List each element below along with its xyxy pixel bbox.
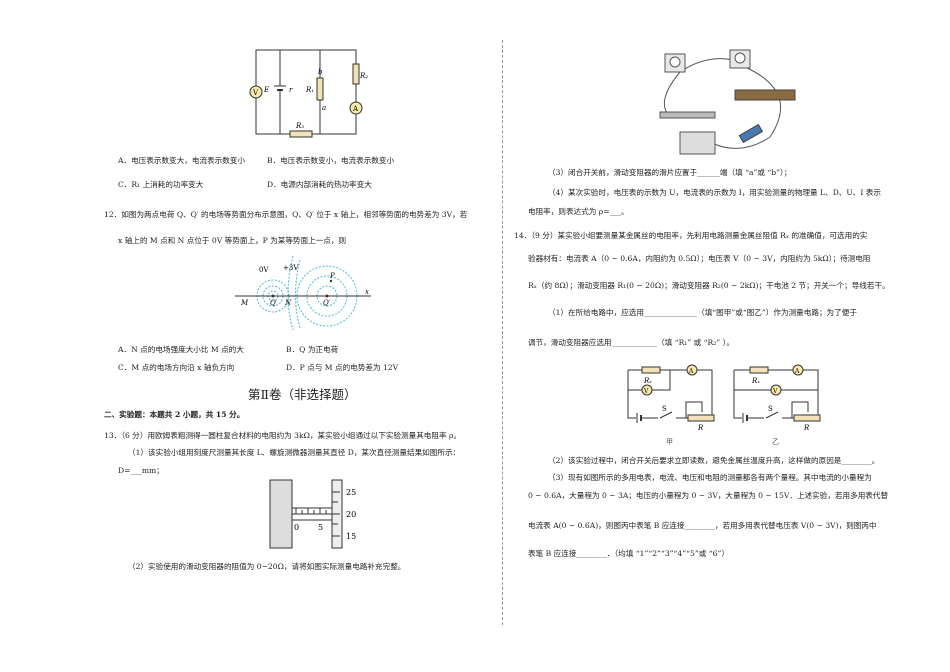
sleeve-label-5: 5 xyxy=(318,523,323,532)
q11-option-c[interactable]: C．R₁ 上消耗的功率变大 xyxy=(118,180,204,189)
voltmeter-label: V xyxy=(772,388,778,395)
thimble-tick-25: 25 xyxy=(346,488,356,497)
q13-part3: （3）闭合开关前，滑动变阻器的滑片应置于______端（填 “a”或 “b”）； xyxy=(548,168,792,177)
m-label: M xyxy=(240,299,249,307)
q11-option-a[interactable]: A．电压表示数变大，电流表示数变小 xyxy=(118,156,245,165)
thimble-tick-20: 20 xyxy=(346,510,356,519)
sleeve-label-0: 0 xyxy=(294,523,299,532)
q12-stem-line2: x 轴上的 M 点和 N 点位于 0V 等势面上，P 为某等势面上一点，则 xyxy=(118,236,347,245)
three-volt-label: +3V xyxy=(283,264,299,272)
q14-part1-cont: 调节，滑动变阻器应选用____________（填 “R₁” 或 “R₂” ）。 xyxy=(528,338,734,347)
q13-part1: （1）该实验小组用刻度尺测量其长度 L、螺旋测微器测量其直径 D，某次直径测量结… xyxy=(128,448,461,457)
n-label: N xyxy=(284,299,292,307)
q11-option-d[interactable]: D．电源内部消耗的热功率变大 xyxy=(267,180,372,189)
a-label: a xyxy=(322,104,326,112)
q-label: Q xyxy=(270,299,276,307)
q14-stem-line1: 14．（9 分）某实验小组要测量某金属丝的电阻率，先利用电路测量金属丝阻值 Rₓ… xyxy=(514,231,868,240)
q12-option-a[interactable]: A．N 点的电场强度大小比 M 点的大 xyxy=(118,345,244,354)
internal-r-label: r xyxy=(289,86,293,94)
q13-stem: 13．（6 分）用欧姆表粗测得一圆柱复合材料的电阻约为 3kΩ，某实验小组通过以… xyxy=(104,431,462,440)
micrometer-figure: 25 20 15 0 5 xyxy=(269,479,356,549)
x-axis-label: x xyxy=(365,288,369,296)
q12-option-c[interactable]: C．M 点的电场方向沿 x 轴负方向 xyxy=(118,363,235,372)
circuit-yi: Rₓ A V R S 乙 xyxy=(733,364,821,446)
q13-part2: （2）实验使用的滑动变阻器的阻值为 0~20Ω，请将如图实际测量电路补充完整。 xyxy=(128,562,406,571)
q14-stem-line3: Rₓ（约 8Ω）；滑动变阻器 R₁(0 ~ 20Ω)；滑动变阻器 R₂(0 ~ … xyxy=(528,281,890,290)
r1-label: R₁ xyxy=(305,86,314,94)
q12-option-d[interactable]: D．P 点与 M 点的电势差为 12V xyxy=(286,363,399,372)
b-label: b xyxy=(318,68,323,76)
q14-part2: （2）该实验过程中，闭合开关后要求立即读数，避免金属丝温度升高，这样做的原因是_… xyxy=(548,456,880,465)
circuit-jia: Rₓ A V R S 甲 xyxy=(627,364,715,446)
ammeter-label: A xyxy=(352,105,359,113)
q13-part4: （4）某次实验时，电压表的示数为 U，电流表的示数为 I，用实验测量的物理量 L… xyxy=(548,188,881,197)
q14-part3-line3: 电流表 A(0 ~ 0.6A)，则图丙中表笔 B 应连接________，若用多… xyxy=(528,521,877,530)
thimble-tick-15: 15 xyxy=(346,532,356,541)
voltmeter-label: V xyxy=(252,89,259,97)
q12-option-b[interactable]: B．Q 为正电荷 xyxy=(286,345,339,354)
apparatus-figure xyxy=(659,49,796,155)
rx-label: Rₓ xyxy=(751,377,760,385)
q13-d-answer: D=___mm； xyxy=(118,466,164,475)
q14-part3: （3）现有如图所示的多用电表，电流、电压和电阻的测量都各有两个量程。其中电流的小… xyxy=(548,473,872,482)
p-label: P xyxy=(329,272,335,280)
column-divider xyxy=(502,40,503,625)
q11-option-b[interactable]: B．电压表示数变小，电流表示数变小 xyxy=(267,156,395,165)
emf-label: E xyxy=(263,86,269,94)
part2-heading: 二、实验题：本题共 2 小题，共 15 分。 xyxy=(104,410,245,419)
q14-stem-line2: 验器材有：电流表 A（0 ~ 0.6A，内阻约为 0.5Ω）；电压表 V（0 ~… xyxy=(528,254,871,263)
circuit-caption-yi: 乙 xyxy=(772,438,779,446)
section-title: 第Ⅱ卷（非选择题） xyxy=(248,387,357,402)
switch-label: S xyxy=(768,405,773,413)
q12-stem-line1: 12．如图为两点电荷 Q、Q′ 的电场等势面分布示意图，Q、Q′ 位于 x 轴上… xyxy=(104,210,468,219)
r3-label: R₃ xyxy=(295,122,304,130)
rheostat-label: R xyxy=(697,424,704,432)
q13-part4-cont: 电阻率，则表达式为 ρ=___。 xyxy=(528,207,629,216)
q14-part3-line2: 0 ~ 0.6A，大量程为 0 ~ 3A；电压的小量程为 0 ~ 3V，大量程为… xyxy=(528,491,889,500)
ammeter-label: A xyxy=(794,368,800,375)
voltmeter-label: V xyxy=(643,388,649,395)
q14-part3-line4: 表笔 B 应连接________．（均填 “1”“2”“3”“4”“5”或 “6… xyxy=(528,549,729,558)
rheostat-label: R xyxy=(803,424,810,432)
r2-label: R₂ xyxy=(359,72,368,80)
zero-volt-label: 0V xyxy=(259,266,269,274)
switch-label: S xyxy=(662,405,667,413)
equipotential-figure-q12: x 0V +3V M Q N Q′ P xyxy=(235,255,371,331)
rx-label: Rₓ xyxy=(643,377,652,385)
circuit-caption-jia: 甲 xyxy=(666,438,673,446)
q14-part1: （1）在所给电路中，应选用______________（填“图甲”或“图乙”）作… xyxy=(548,308,857,317)
ammeter-label: A xyxy=(688,368,694,375)
q-prime-label: Q′ xyxy=(323,299,331,307)
circuit-figure-q11: V E r b R₁ a R₂ A R₃ xyxy=(249,49,368,138)
